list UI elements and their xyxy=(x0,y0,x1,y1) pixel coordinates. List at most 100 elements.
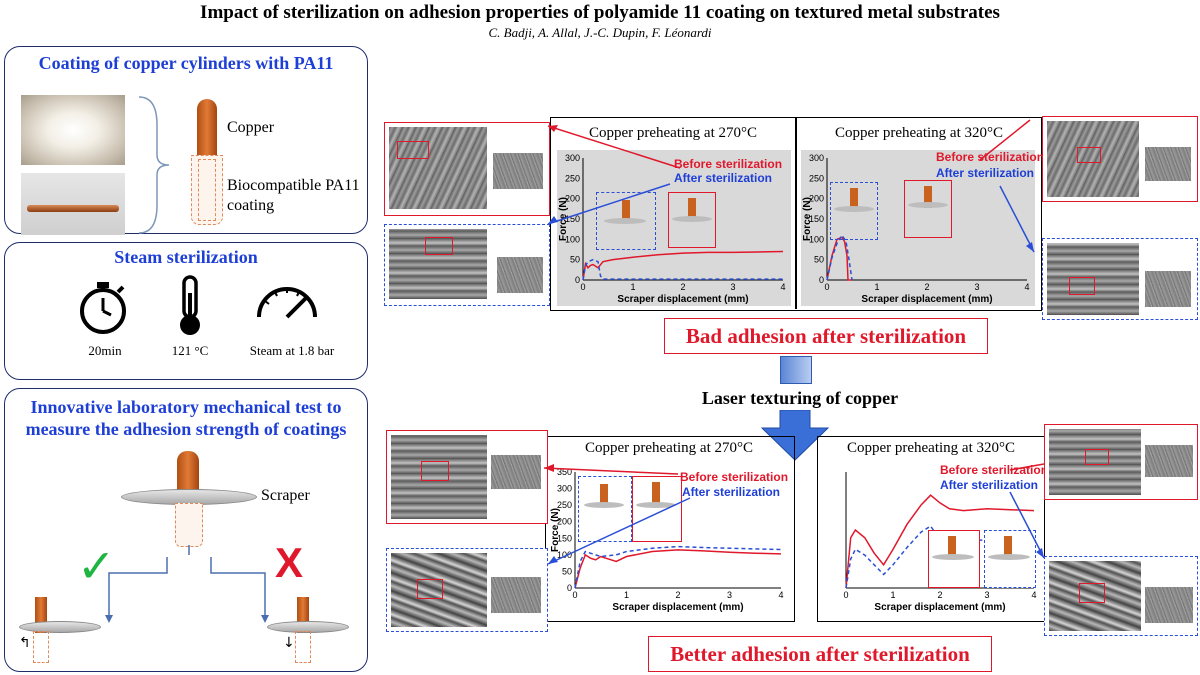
chart1-series-after xyxy=(582,258,783,281)
steam-panel-title: Steam sterilization xyxy=(114,247,258,267)
chart2-xlabel: Scraper displacement (mm) xyxy=(861,294,992,305)
test-panel-title-2: measure the adhesion strength of coating… xyxy=(25,419,347,439)
chart3-ytick: 0 xyxy=(567,583,572,593)
top-connectors xyxy=(547,119,1035,253)
chart4-xlabel: Scraper displacement (mm) xyxy=(874,602,1005,613)
test-coating xyxy=(175,503,203,547)
chart1-ytick: 250 xyxy=(565,173,580,183)
chart1-ytick: 100 xyxy=(565,234,580,244)
steam-time-label: 20min xyxy=(88,343,122,358)
chart4-after-label: After sterilization xyxy=(940,478,1039,492)
down-arrow-icon xyxy=(760,410,830,461)
chart2-ytick: 50 xyxy=(814,255,824,265)
page-title: Impact of sterilization on adhesion prop… xyxy=(200,2,1000,23)
bottom-right-chart-frame xyxy=(817,436,1045,622)
chart1-xtick: 1 xyxy=(630,282,635,292)
good-result-disk xyxy=(19,621,101,633)
chart3-xtick: 4 xyxy=(778,590,783,600)
chart3-inset-before xyxy=(632,476,682,542)
scraper-label: Scraper xyxy=(261,487,310,504)
copper-rod-photo xyxy=(21,173,125,235)
chart3-series-before xyxy=(574,549,782,589)
chart3-xtick: 0 xyxy=(572,590,577,600)
thermometer-icon xyxy=(180,275,200,335)
chart4-xtick: 2 xyxy=(937,590,942,600)
coating-label-1: Biocompatible PA11 xyxy=(227,177,360,194)
chart3-xtick: 2 xyxy=(675,590,680,600)
chart3-ytick: 150 xyxy=(557,533,572,543)
chart1-after-label: After sterilization xyxy=(674,171,773,185)
sem-top-right-before xyxy=(1042,116,1198,202)
chart2-ytick: 150 xyxy=(809,214,824,224)
bad-result-disk xyxy=(267,621,349,633)
chart2-xtick: 2 xyxy=(924,282,929,292)
chart2-series-after xyxy=(826,233,853,281)
bracket-icon xyxy=(138,96,170,234)
sem-top-left-after xyxy=(384,224,550,306)
success-check-icon: ✓ xyxy=(77,539,116,593)
steam-pressure-label: Steam at 1.8 bar xyxy=(249,343,335,358)
bottom-connectors xyxy=(543,463,1045,565)
chart2-xtick: 1 xyxy=(874,282,879,292)
chart3-ytick: 350 xyxy=(557,467,572,477)
chart2-inset-after xyxy=(830,182,878,240)
sem-bottom-left-after xyxy=(386,548,548,632)
copper-cylinder xyxy=(197,99,217,155)
sem-top-right-after xyxy=(1042,238,1198,320)
chart1-ytick: 50 xyxy=(570,255,580,265)
bad-adhesion-banner: Bad adhesion after sterilization xyxy=(664,318,988,354)
chart2-ytick: 200 xyxy=(809,194,824,204)
chart1-xlabel: Scraper displacement (mm) xyxy=(617,294,748,305)
chart2-after-label: After sterilization xyxy=(936,166,1035,180)
chart2-ytick: 250 xyxy=(809,173,824,183)
chart1-inset-before xyxy=(668,192,716,248)
chart2-xtick: 4 xyxy=(1024,282,1029,292)
chart1-before-label: Before sterilization xyxy=(674,157,783,171)
chart3-ytick: 250 xyxy=(557,500,572,510)
chart2-ytick: 300 xyxy=(809,153,824,163)
chart1-ytick: 300 xyxy=(565,153,580,163)
coating-label-2: coating xyxy=(227,197,275,214)
chart1-ytick: 150 xyxy=(565,214,580,224)
chart1-title: Copper preheating at 270°C xyxy=(588,125,758,141)
chart2-before-label: Before sterilization xyxy=(936,150,1045,164)
middle-label: Laser texturing of copper xyxy=(701,388,899,408)
chart1-xtick: 3 xyxy=(730,282,735,292)
chart4-xtick: 1 xyxy=(890,590,895,600)
stopwatch-icon xyxy=(80,282,126,334)
chart1-xtick: 0 xyxy=(580,282,585,292)
steam-panel: Steam sterilization 20min 121 °C Steam a… xyxy=(4,242,368,380)
chart2-xtick: 3 xyxy=(974,282,979,292)
chart4-before-label: Before sterilization xyxy=(940,463,1049,477)
chart4-xtick: 0 xyxy=(843,590,848,600)
chart1-xtick: 2 xyxy=(680,282,685,292)
test-panel: Innovative laboratory mechanical test to… xyxy=(4,388,368,672)
sem-top-left-before xyxy=(384,122,550,216)
chart2-ylabel: Force (N) xyxy=(802,197,813,241)
chart3-before-label: Before sterilization xyxy=(680,470,789,484)
authors: C. Badji, A. Allal, J.-C. Dupin, F. Léon… xyxy=(488,25,712,40)
chart3-xtick: 1 xyxy=(624,590,629,600)
chart4-xtick: 3 xyxy=(984,590,989,600)
coating-panel: Coating of copper cylinders with PA11 Co… xyxy=(4,46,368,235)
sem-bottom-right-before xyxy=(1044,424,1198,500)
chart2-title: Copper preheating at 320°C xyxy=(834,125,1004,141)
better-adhesion-banner: Better adhesion after sterilization xyxy=(648,636,992,672)
down-arrow-shaft xyxy=(780,356,812,384)
chart4-series-before xyxy=(845,494,1035,589)
chart3-ylabel: Force (N) xyxy=(550,508,561,552)
chart1-ytick: 0 xyxy=(575,275,580,285)
chart2-inset-before xyxy=(904,180,952,238)
copper-label: Copper xyxy=(227,119,275,136)
chart3-inset-after xyxy=(578,476,632,542)
sem-bottom-left-before xyxy=(386,430,548,524)
sem-bottom-right-after xyxy=(1044,556,1198,636)
test-branches xyxy=(105,545,269,623)
chart1-inset-after xyxy=(596,192,656,250)
bad-result-arrow-icon: ↓ xyxy=(283,635,295,651)
chart3-after-label: After sterilization xyxy=(682,485,781,499)
chart3-xtick: 3 xyxy=(727,590,732,600)
